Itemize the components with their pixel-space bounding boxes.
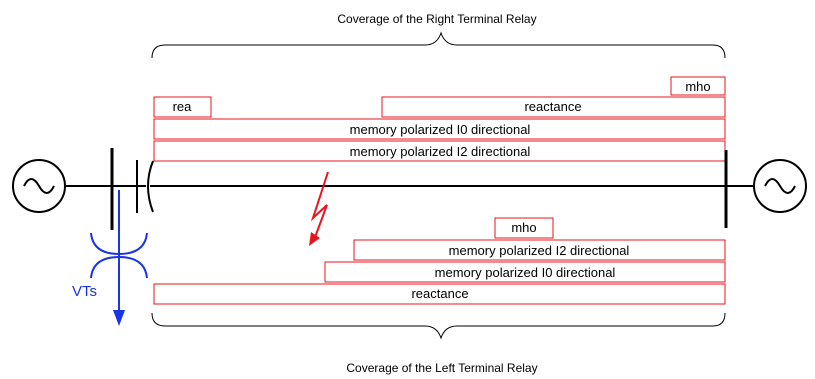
- right-relay-zones: mho rea reactance memory polarized I0 di…: [153, 76, 726, 162]
- zone-i0-right-label: memory polarized I0 directional: [350, 122, 531, 137]
- vt-label: VTs: [72, 283, 97, 300]
- zone-mho-right: [670, 76, 726, 96]
- zone-i2-left-label: memory polarized I2 directional: [449, 243, 630, 258]
- left-relay-zones: mho memory polarized I2 directional memo…: [153, 217, 726, 305]
- zone-reactance-right: [381, 96, 726, 118]
- left-relay-brace: [151, 312, 726, 340]
- circuit-breaker-icon: [136, 160, 154, 213]
- zone-rea-right: [153, 96, 212, 118]
- zone-mho-right-label: mho: [685, 79, 710, 94]
- fault-icon: [309, 171, 329, 246]
- zone-i0-left-label: memory polarized I0 directional: [435, 265, 616, 280]
- right-relay-caption: Coverage of the Right Terminal Relay: [337, 12, 536, 26]
- zone-mho-left-label: mho: [511, 220, 536, 235]
- zone-reactance-right-label: reactance: [524, 99, 581, 114]
- zone-i2-right-label: memory polarized I2 directional: [350, 144, 531, 159]
- vt-icon: [90, 190, 148, 326]
- left-source-icon: [12, 159, 66, 213]
- zone-rea-right-label: rea: [173, 99, 193, 114]
- zone-i2-left: [353, 239, 726, 261]
- right-source-icon: [753, 159, 807, 213]
- right-relay-brace: [151, 31, 726, 59]
- zone-mho-left: [494, 217, 554, 239]
- left-relay-caption: Coverage of the Left Terminal Relay: [346, 361, 537, 375]
- zone-reactance-left: [153, 283, 726, 305]
- zone-i0-right: [153, 118, 726, 140]
- zone-reactance-left-label: reactance: [411, 286, 468, 301]
- zone-i0-left: [324, 261, 726, 283]
